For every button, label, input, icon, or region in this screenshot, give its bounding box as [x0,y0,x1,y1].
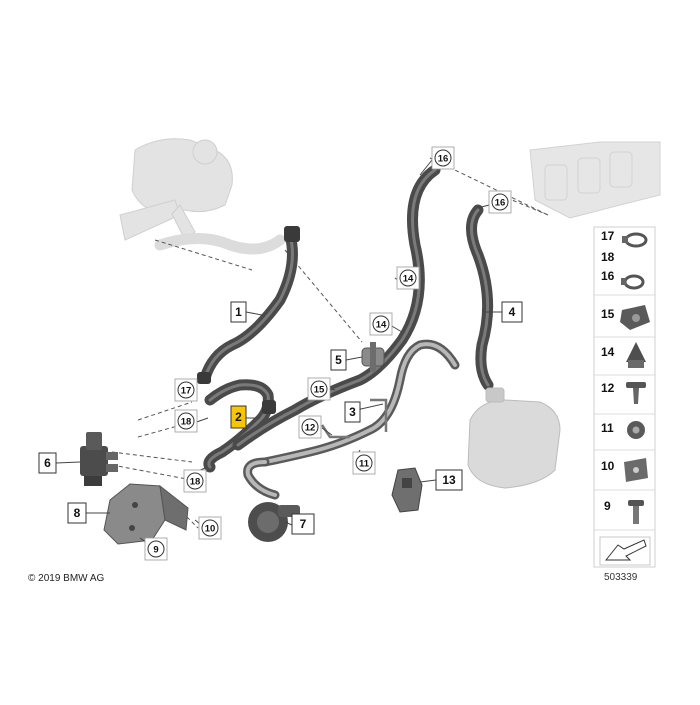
callout-box-2-highlight [230,405,247,429]
callout-8: 8 [74,506,81,520]
diagram-number: 503339 [604,572,638,583]
callout-16-right: 16 [495,198,506,209]
callout-box-3 [344,401,361,423]
expansion-tank [467,387,561,489]
callout-box-1 [230,301,247,323]
callout-16-top: 16 [438,154,449,165]
arrow-icon [599,536,651,566]
legend-label-17: 17 [601,229,615,243]
callout-box-6 [38,452,57,474]
legend-icon-nut-11 [627,421,645,439]
legend-label-16: 16 [601,269,615,283]
connector-5 [361,342,385,372]
callout-18-lower: 18 [190,477,201,488]
callout-1: 1 [235,305,242,319]
bracket-8 [103,483,189,545]
legend-label-14: 14 [601,345,615,359]
callout-4: 4 [509,305,516,319]
legend-label-15: 15 [601,307,615,321]
callout-box-13 [435,469,463,491]
callout-box-4 [501,301,523,323]
callout-box-7 [291,513,315,535]
callout-15: 15 [314,385,325,396]
legend-label-18: 18 [601,250,615,264]
legend-label-11: 11 [601,421,614,435]
ghost-intake-manifold [529,141,661,219]
callout-box-5 [330,349,347,371]
hose-2 [203,379,276,473]
legend-icon-clip-nut-10 [624,458,648,482]
callout-3: 3 [349,405,356,419]
callout-18-upper: 18 [181,417,192,428]
dashed-leaders [111,157,549,549]
hose-4 [466,204,494,391]
callouts-boxed: 1 2 3 4 5 6 7 8 13 [38,301,523,535]
holder-13 [391,467,423,513]
valve-6 [80,432,118,486]
parts-legend: 17 18 16 15 14 12 11 10 9 [593,226,656,568]
callout-box-8 [67,502,87,524]
legend-label-9: 9 [604,499,611,513]
legend-icon-clip-14 [626,342,646,368]
callout-7: 7 [300,517,307,531]
legend-label-10: 10 [601,459,615,473]
callout-17: 17 [181,386,192,397]
hose-1 [197,226,300,384]
callout-10: 10 [205,524,216,535]
ghost-hose [154,233,286,255]
legend-icon-clip-15 [620,305,650,330]
legend-icon-rivet-12 [626,382,646,404]
hose-14 [232,164,441,451]
callout-14-upper: 14 [403,274,414,285]
legend-label-12: 12 [601,381,615,395]
callout-2: 2 [235,410,242,424]
callouts-circled: 16 16 14 14 15 17 18 12 11 18 10 9 [144,146,512,561]
legend-icon-clamp-16 [621,274,645,290]
legend-icon-screw-9 [628,500,644,524]
callout-9: 9 [153,545,158,556]
pump-7 [248,502,300,542]
copyright-notice: © 2019 BMW AG [28,573,105,584]
callout-14-lower: 14 [376,320,387,331]
callout-5: 5 [335,353,342,367]
pipe-3 [243,339,460,500]
legend-icon-clamp-17 [622,232,648,248]
callout-6: 6 [44,456,51,470]
callout-11: 11 [359,459,370,470]
callout-13: 13 [442,473,456,487]
ghost-thermostat-housing [119,138,233,241]
callout-12: 12 [305,423,316,434]
